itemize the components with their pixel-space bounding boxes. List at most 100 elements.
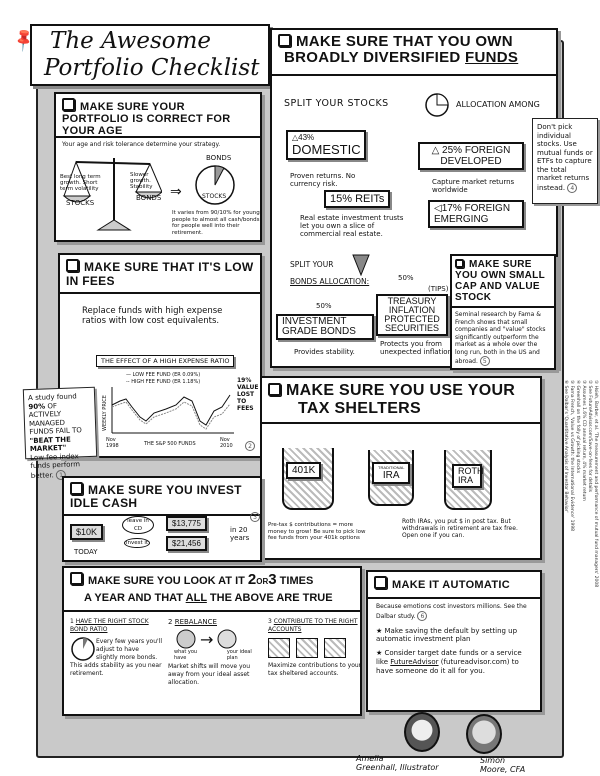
stocks-pan-text: Best long term growth. Short term volati… — [60, 174, 101, 192]
years-label: in 20 years — [230, 526, 250, 542]
stock-bond-pie — [195, 165, 235, 205]
capture-text: Capture market returns worldwide — [432, 178, 515, 194]
x-start: Nov 1998 — [106, 437, 119, 449]
panel-automatic-heading: Make it automatic — [368, 572, 540, 599]
title-line1: The Awesome — [50, 28, 212, 54]
panel-age-heading: Make sure your portfolio is correct for … — [56, 94, 260, 138]
panel-review-heading: Make sure you look at it 2or3 timesa yea… — [64, 568, 360, 612]
ideal-allocation-pie — [217, 629, 237, 649]
legend-high: -- High fee fund (ER 1.18%) — [126, 379, 201, 385]
ratio-pie-icon — [71, 637, 95, 661]
fees-callout: 19% value lost to fees — [237, 377, 259, 412]
checkbox[interactable] — [278, 34, 291, 47]
sticky-note-study: A study found 90% of actively managed fu… — [22, 386, 98, 480]
igb-desc: Provides stability. — [294, 348, 355, 356]
panel-automatic: Make it automatic Because emotions cost … — [366, 570, 542, 712]
panel-diversified: Make sure that you ownbroadly diversifie… — [270, 28, 558, 368]
foreign-emerging-box: ◁17% Foreign emerging — [428, 200, 524, 228]
foreign-developed-box: △ 25% Foreign developed — [418, 142, 524, 170]
smallcap-text: Seminal research by Fama & French shows … — [455, 311, 546, 366]
avatar-amelia — [404, 712, 440, 752]
age-intro: Your age and risk tolerance determine yo… — [62, 141, 221, 148]
panel-age: Make sure your portfolio is correct for … — [54, 92, 262, 242]
age-note: It varies from 90/10% for young people t… — [172, 210, 260, 236]
checkbox[interactable] — [374, 576, 387, 589]
low-fee-line — [111, 394, 231, 426]
stocks-pie-icon — [425, 93, 449, 117]
automatic-intro: Because emotions cost investors millions… — [376, 603, 527, 621]
fees-chart-title: The effect of a high expense ratio — [96, 355, 235, 367]
tax-note-left: Pre-tax $ contributions = more money to … — [268, 522, 366, 541]
fees-intro: Replace funds with high expense ratios w… — [82, 306, 223, 326]
today-label: Today — [74, 548, 98, 556]
investment-grade-bonds-box: Investment grade bonds — [276, 314, 374, 340]
checkbox[interactable] — [455, 259, 464, 268]
split-stocks: Split your stocks — [284, 98, 389, 109]
domestic-desc: Proven returns. No currency risk. — [290, 172, 356, 188]
tips-tag: (TIPS) — [428, 285, 449, 293]
checkbox[interactable] — [66, 259, 79, 272]
split-bonds: Split yourBonds Allocation: — [290, 260, 370, 286]
pie-bonds-label: Bonds — [206, 154, 232, 162]
current-allocation-pie — [176, 629, 196, 649]
tips-desc: Protects you from unexpected inflation. — [380, 340, 455, 356]
panel-review: Make sure you look at it 2or3 timesa yea… — [62, 566, 362, 716]
footnote-2: 2 — [245, 441, 255, 451]
avatar-simon — [466, 714, 502, 754]
tips-box: Treasury inflation protected securities — [376, 294, 448, 336]
sticky-note-stocks: Don't pick individual stocks. Use mutual… — [532, 118, 598, 204]
footnotes: ① Hsieh, Barber, et al. 'The measurement… — [563, 380, 598, 588]
checkbox[interactable] — [62, 98, 75, 111]
cash-today: $10K — [70, 524, 104, 540]
bonds-cone-icon — [352, 254, 370, 276]
checkbox[interactable] — [70, 482, 83, 495]
domestic-box: △43%Domestic — [286, 130, 366, 160]
checkbox[interactable] — [70, 572, 83, 585]
bonds-pan-label: Bonds — [136, 194, 162, 202]
title-line2: Portfolio Checklist — [44, 55, 260, 81]
step-1: 1 Have the right stock bond ratio Every … — [70, 618, 163, 677]
panel-smallcap-heading: Make sure you own small cap and value st… — [452, 256, 554, 308]
bonds-right-pct: 50% — [398, 274, 414, 282]
leave-in-cd: leave in CD — [122, 516, 154, 534]
bonds-pan-text: Slower growth. Stability — [130, 172, 153, 190]
arrow-icon: ⇒ — [170, 184, 182, 200]
bucket-roth-ira: Roth IRA — [444, 450, 492, 510]
title-banner: The Awesome Portfolio Checklist — [30, 24, 270, 86]
high-fee-line — [111, 401, 231, 430]
panel-smallcap: Make sure you own small cap and value st… — [450, 254, 556, 370]
bucket-traditional-ira: TraditionalIRA — [368, 450, 414, 506]
balance-scale-icon — [62, 158, 162, 231]
panel-diversified-heading: Make sure that you ownbroadly diversifie… — [272, 30, 556, 76]
invest-it: invest it — [124, 538, 150, 548]
panel-idle-cash: Make sure you invest idle cash 3 $10K To… — [62, 476, 262, 562]
checkbox[interactable] — [268, 383, 281, 396]
futureadvisor-link[interactable]: FutureAdvisor — [390, 658, 439, 666]
stocks-pan-label: Stocks — [66, 199, 95, 207]
panel-fees-heading: Make sure that it's low in fees — [60, 255, 260, 294]
automatic-bullet-2: ★ Consider target date funds or a servic… — [376, 649, 522, 675]
invest-value: $21,456 — [166, 536, 207, 551]
panel-idle-heading: Make sure you invest idle cash — [64, 478, 260, 516]
panel-fees: Make sure that it's low in fees Replace … — [58, 253, 262, 458]
footnote-3: 3 — [250, 512, 260, 522]
step-3: 3 Contribute to the right accounts Maxim… — [268, 618, 362, 677]
bucket-401k: 401K — [282, 448, 334, 510]
automatic-bullet-1: ★ Make saving the default by setting up … — [376, 627, 518, 643]
bonds-left-pct: 50% — [316, 302, 332, 310]
reits-desc: Real estate investment trusts let you ow… — [300, 214, 404, 238]
pie-stocks-label: Stocks — [202, 193, 227, 200]
legend-low: — Low fee fund (ER 0.09%) — [126, 372, 201, 378]
cd-value: $13,775 — [166, 516, 207, 531]
x-label: The S&P 500 funds — [144, 441, 196, 447]
reits-box: 15% REITs — [324, 190, 391, 208]
tax-note-right: Roth IRAs, you put $ in post tax. But wi… — [402, 518, 518, 539]
allocation-among: Allocation among — [456, 100, 540, 109]
x-end: Nov 2010 — [220, 437, 233, 449]
fees-y-label: Weekly price — [102, 395, 108, 431]
